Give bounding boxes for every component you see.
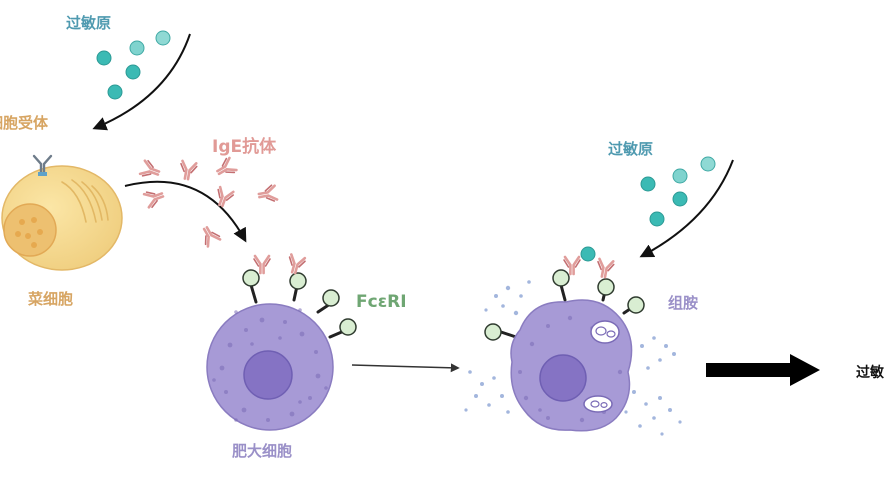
arrow-allergen-to-activated <box>639 159 734 258</box>
histamine-label: 组胺 <box>668 294 699 312</box>
histamine-granules <box>464 280 682 436</box>
allergen-label-right: 过敏原 <box>608 140 654 158</box>
mast-cell <box>206 252 357 431</box>
source-cell <box>1 154 123 271</box>
arrow-source-to-mastcell <box>124 180 247 243</box>
arrow-allergen-to-receptor <box>92 33 191 131</box>
cell-receptor-icon <box>32 154 53 176</box>
activated-mast-cell <box>484 246 645 432</box>
process-arrow <box>706 354 820 386</box>
allergen-cluster-top <box>96 30 171 100</box>
allergen-label-top: 过敏原 <box>66 14 112 32</box>
fceri-label: FcεRI <box>356 292 407 312</box>
mast-cell-label: 肥大细胞 <box>232 442 293 460</box>
source-cell-label: 菜细胞 <box>28 290 74 308</box>
ige-antibody-label: IgE抗体 <box>212 137 277 157</box>
arrow-mastcell-to-activated <box>351 363 460 373</box>
ige-antibodies <box>138 155 279 249</box>
allergen-cluster-right <box>640 156 716 227</box>
mitochondrion-icon <box>583 320 620 413</box>
allergy-result-label: 过敏 <box>856 365 884 381</box>
cell-receptor-label: 细胞受体 <box>0 114 49 132</box>
